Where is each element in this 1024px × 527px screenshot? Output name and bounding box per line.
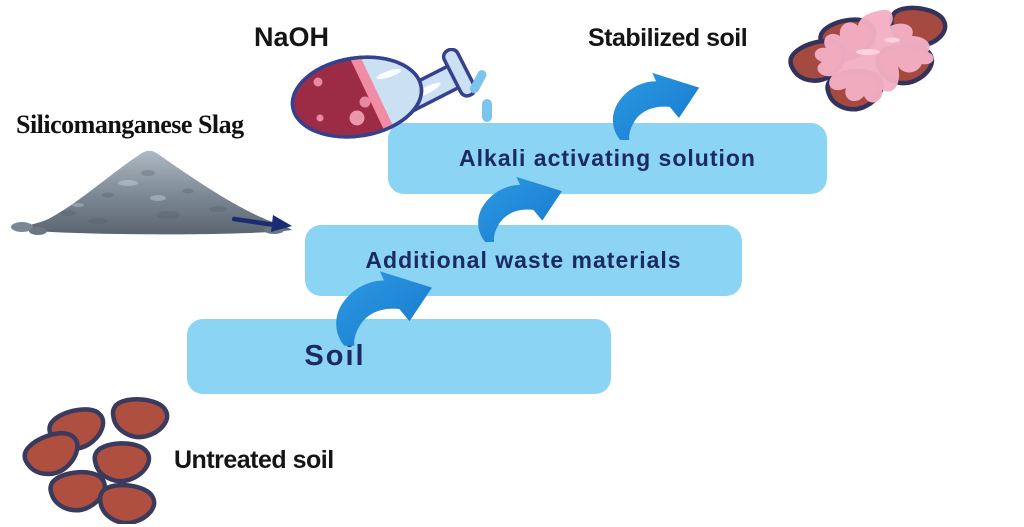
- arrow-soil-to-waste-icon: [336, 271, 432, 346]
- box-alkali-activating-solution: Alkali activating solution: [388, 123, 827, 194]
- box-soil: Soil: [187, 319, 611, 394]
- stabilized-soil-icon: [782, 2, 954, 124]
- arrow-alkali-to-stabilized-icon: [612, 72, 700, 140]
- naoh-drops-icon: [469, 70, 492, 122]
- silicomanganese-slag-label: Silicomanganese Slag: [16, 110, 244, 139]
- stabilized-soil-label: Stabilized soil: [588, 24, 748, 52]
- untreated-soil-label: Untreated soil: [174, 446, 334, 474]
- slag-pile-icon: [11, 150, 292, 235]
- box-waste-label: Additional waste materials: [365, 247, 682, 273]
- arrow-waste-to-alkali-icon: [478, 176, 562, 242]
- untreated-soil-icon: [20, 392, 170, 524]
- binder-blob: [814, 9, 934, 103]
- flask-icon: [286, 48, 492, 144]
- box-alkali-label: Alkali activating solution: [459, 145, 756, 171]
- slag-to-waste-arrow-icon: [232, 215, 292, 232]
- naoh-label: NaOH: [254, 22, 330, 52]
